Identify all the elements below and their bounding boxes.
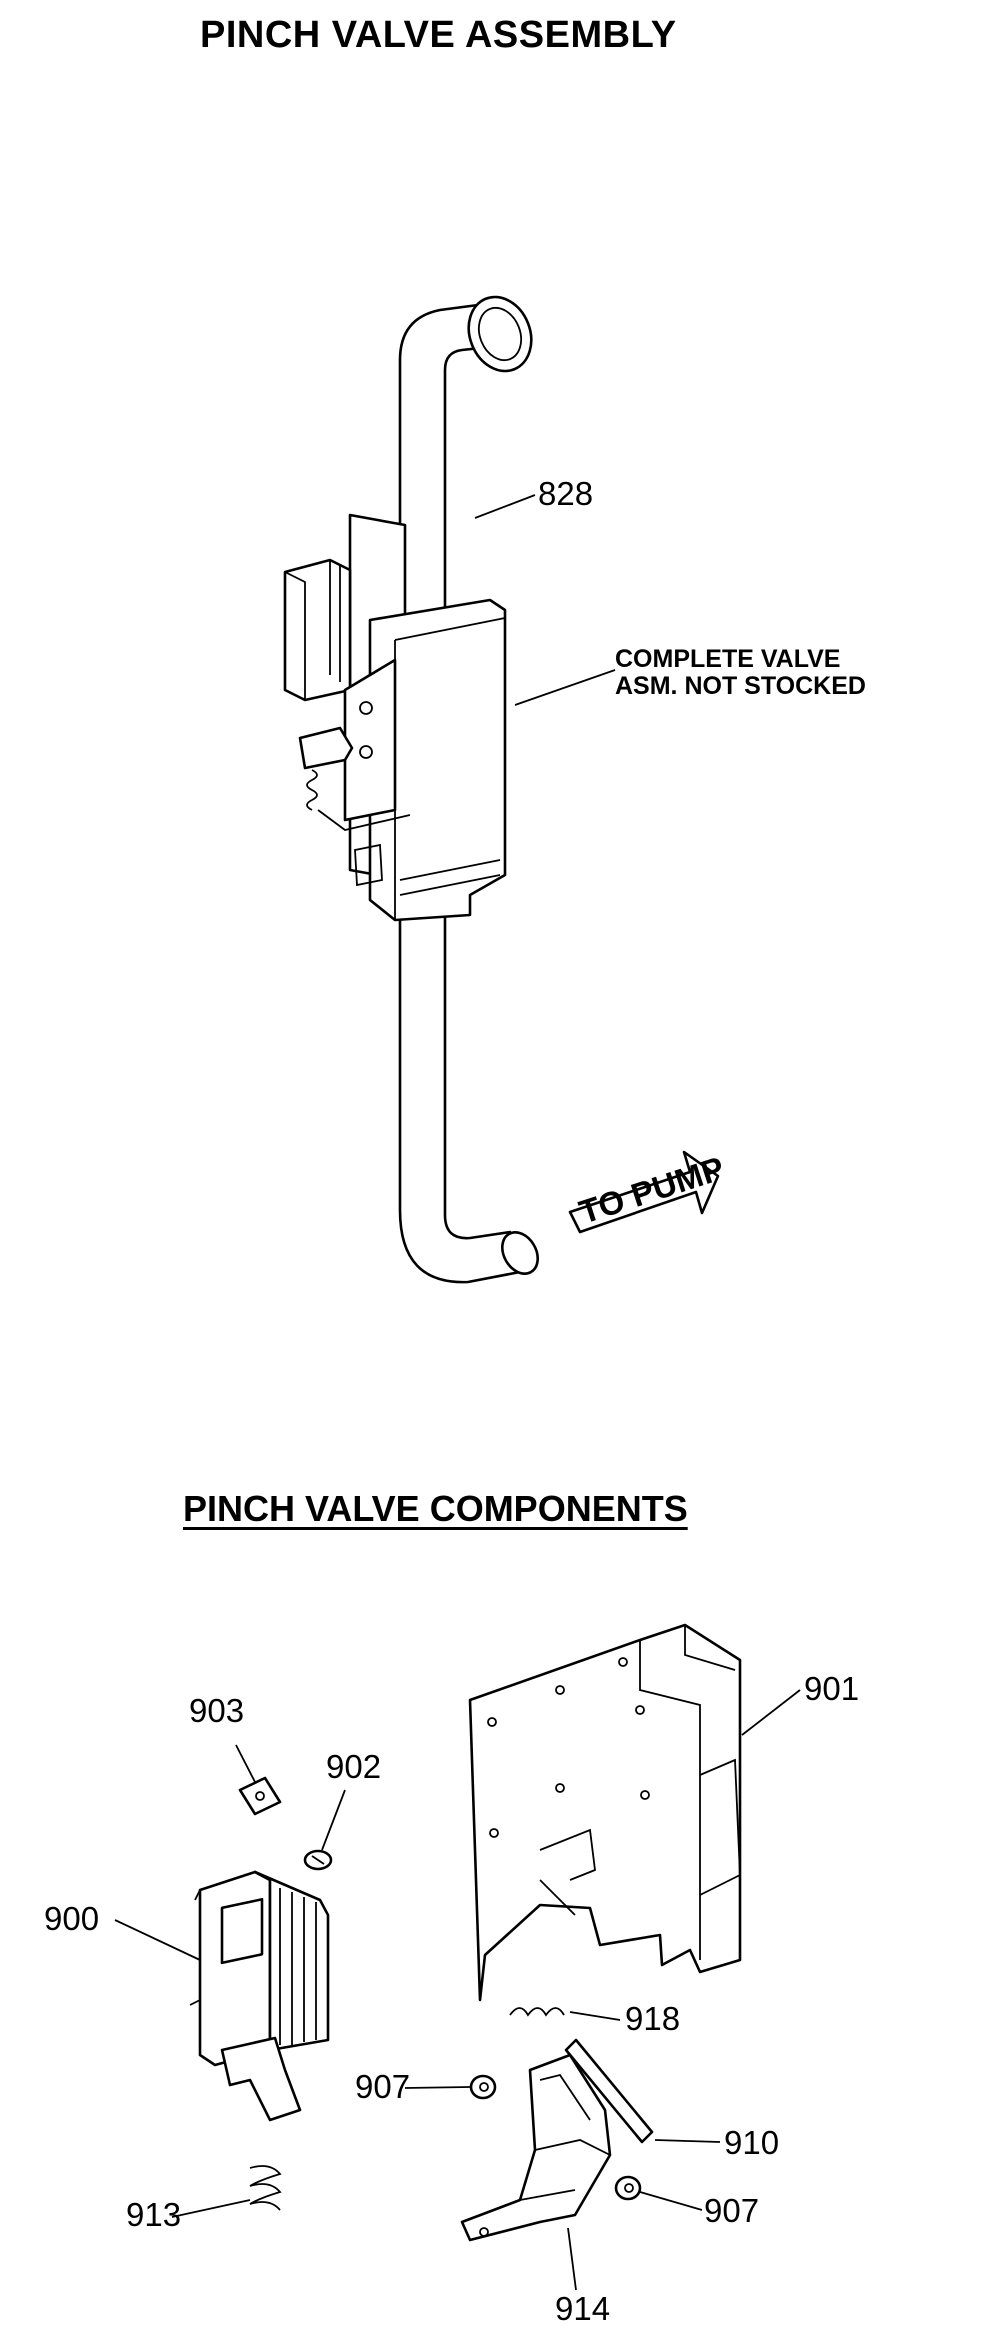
- part-828-label: 828: [538, 475, 593, 512]
- leader-907-left: [404, 2086, 471, 2089]
- part-907-right-label: 907: [704, 2192, 759, 2229]
- part-910-label: 910: [724, 2124, 779, 2161]
- components-title: PINCH VALVE COMPONENTS: [183, 1488, 688, 1529]
- part-918-spring: [509, 2007, 565, 2017]
- leader-918: [569, 2011, 621, 2021]
- part-907-left-label: 907: [355, 2068, 410, 2105]
- tube-828: [398, 295, 539, 1284]
- part-907-bushing-right: [614, 2175, 642, 2201]
- part-902-label: 902: [326, 1748, 381, 1785]
- assembly-title: PINCH VALVE ASSEMBLY: [200, 14, 677, 56]
- leader-914: [567, 2227, 577, 2291]
- leader-913: [171, 2199, 251, 2218]
- leader-900: [114, 1919, 201, 1961]
- part-901-bracket: [468, 1623, 742, 2002]
- leader-907-right: [639, 2191, 703, 2211]
- part-907-bushing-left: [469, 2074, 497, 2100]
- part-914-label: 914: [555, 2290, 610, 2327]
- part-913-label: 913: [126, 2196, 181, 2233]
- part-903-label: 903: [189, 1692, 244, 1729]
- part-910-pin: [564, 2038, 654, 2144]
- leader-910: [654, 2139, 721, 2143]
- part-902-screw: [303, 1849, 333, 1871]
- part-914-lever: [460, 2053, 612, 2242]
- leader-902: [321, 1789, 346, 1851]
- note-line-2: ASM. NOT STOCKED: [615, 672, 866, 700]
- leader-828: [474, 494, 536, 519]
- part-913-spring: [249, 2165, 282, 2211]
- to-pump-arrow: TO PUMP: [568, 1149, 729, 1234]
- part-903-nut: [238, 1776, 282, 1816]
- leader-903: [235, 1744, 256, 1783]
- part-900-motor: [189, 1870, 330, 2122]
- valve-assembly-body: [283, 513, 507, 922]
- to-pump-label: TO PUMP: [575, 1149, 729, 1230]
- part-918-label: 918: [625, 2000, 680, 2037]
- note-line-1: COMPLETE VALVE: [615, 645, 841, 673]
- leader-note: [514, 669, 616, 706]
- not-stocked-note: COMPLETE VALVE ASM. NOT STOCKED: [615, 646, 866, 700]
- leader-901: [741, 1689, 801, 1736]
- part-901-label: 901: [804, 1670, 859, 1707]
- part-900-label: 900: [44, 1900, 99, 1937]
